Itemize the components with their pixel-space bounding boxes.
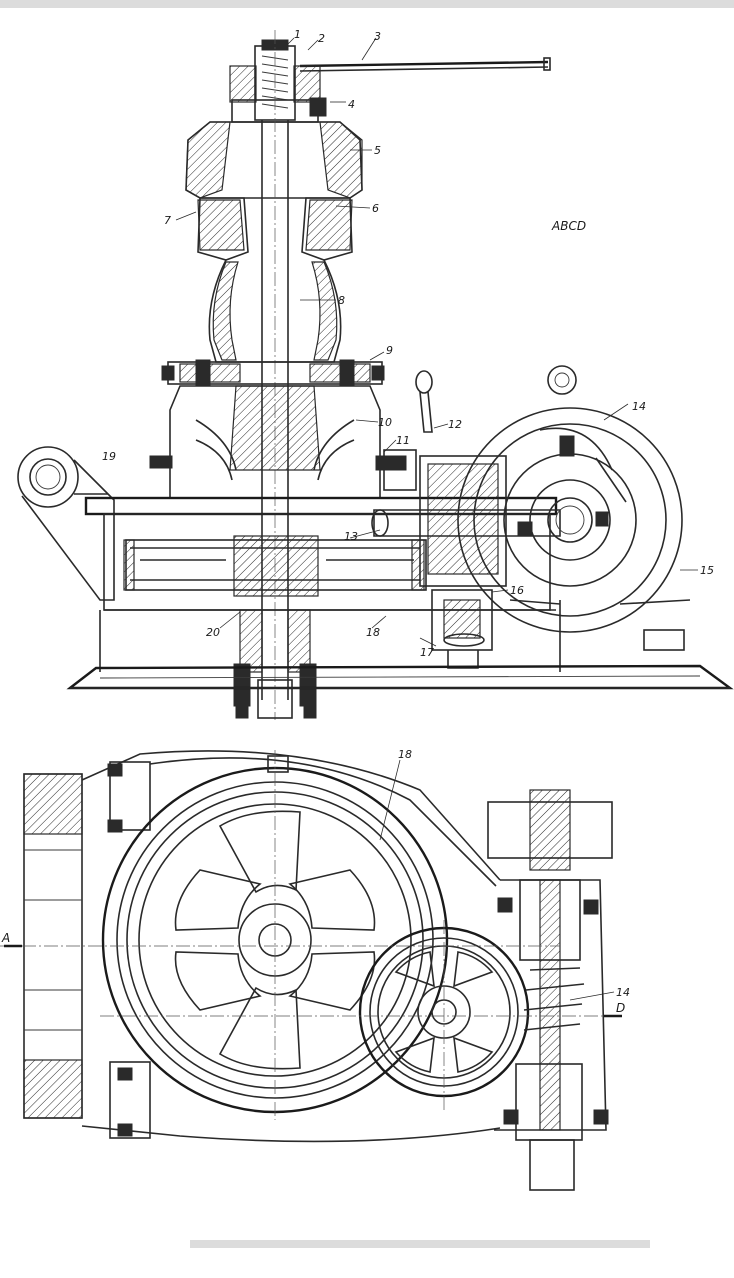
- elevation-view: [17, 30, 734, 720]
- gear-casing-upper: [149, 385, 417, 499]
- lower-bearing: [431, 589, 493, 669]
- callout-14: 14: [632, 400, 646, 413]
- callout-1: 1: [294, 28, 301, 41]
- base-plate: [66, 664, 734, 690]
- flange: [161, 359, 385, 387]
- callout-8: 8: [338, 294, 345, 307]
- callout-4: 4: [348, 98, 355, 111]
- callout-7: 7: [164, 214, 171, 227]
- scan-noise: [0, 0, 734, 1248]
- section-mark-a: A: [1, 931, 10, 945]
- lifting-eye: [415, 370, 433, 433]
- drive-motor: [457, 365, 691, 651]
- section-mark-d: D: [616, 1001, 625, 1015]
- callout-10: 10: [378, 416, 392, 429]
- callout-12: 12: [448, 418, 462, 431]
- elevation-leaders: [175, 37, 698, 647]
- bottom-shaft: [233, 609, 317, 719]
- left-bracket: [17, 446, 115, 601]
- housing-outline: [81, 750, 501, 881]
- callout-17: 17: [420, 646, 434, 659]
- figure-tag: ABCD: [551, 219, 586, 233]
- plan-callout-14: 14: [616, 986, 630, 999]
- worm-assembly: [487, 789, 613, 1191]
- callout-20: 20: [206, 626, 220, 639]
- callout-11: 11: [396, 434, 410, 447]
- callout-18: 18: [366, 626, 380, 639]
- plan-callout-18: 18: [398, 748, 412, 761]
- callout-16: 16: [510, 584, 524, 597]
- section-lines: [0, 750, 622, 1120]
- handle-lever: [299, 60, 549, 68]
- callout-19: 19: [102, 450, 116, 463]
- callout-3: 3: [374, 30, 381, 43]
- callout-9: 9: [386, 344, 393, 357]
- plan-leaders: [379, 759, 615, 1001]
- callout-6: 6: [372, 202, 379, 215]
- callout-13: 13: [344, 530, 358, 543]
- callout-2: 2: [318, 32, 325, 45]
- callout-5: 5: [374, 144, 381, 157]
- upper-housing: [185, 97, 363, 261]
- left-support: [23, 761, 151, 1139]
- callout-labels: ABCD 1 2 3 4 5 6 7 8 9 10 11 12 13 14 15…: [1, 28, 714, 1015]
- main-gearbox: [84, 496, 561, 672]
- screw-cap: [229, 39, 321, 121]
- plan-view: [0, 750, 622, 1191]
- callout-15: 15: [700, 564, 714, 577]
- worm-shaft: [371, 455, 561, 587]
